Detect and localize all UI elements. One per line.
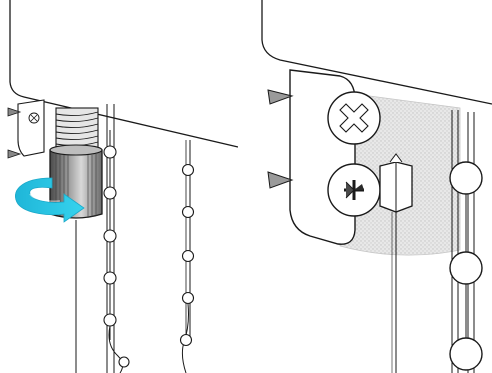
left-panel — [0, 0, 238, 373]
bead — [104, 146, 116, 158]
screw-bottom — [328, 164, 380, 216]
panel-gap — [238, 0, 256, 373]
bead-chain-back — [181, 140, 194, 373]
bead — [104, 230, 116, 242]
bead — [450, 252, 482, 284]
bead — [183, 293, 194, 304]
bead — [183, 207, 194, 218]
bead — [450, 338, 482, 370]
right-panel — [262, 0, 492, 373]
bead — [104, 314, 116, 326]
screw-top — [328, 92, 380, 144]
bead — [183, 251, 194, 262]
bead — [104, 272, 116, 284]
bead — [119, 357, 129, 367]
bead — [104, 187, 116, 199]
bead-chain-front — [104, 130, 129, 373]
bead — [183, 165, 194, 176]
bead — [181, 335, 192, 346]
bead — [450, 162, 482, 194]
